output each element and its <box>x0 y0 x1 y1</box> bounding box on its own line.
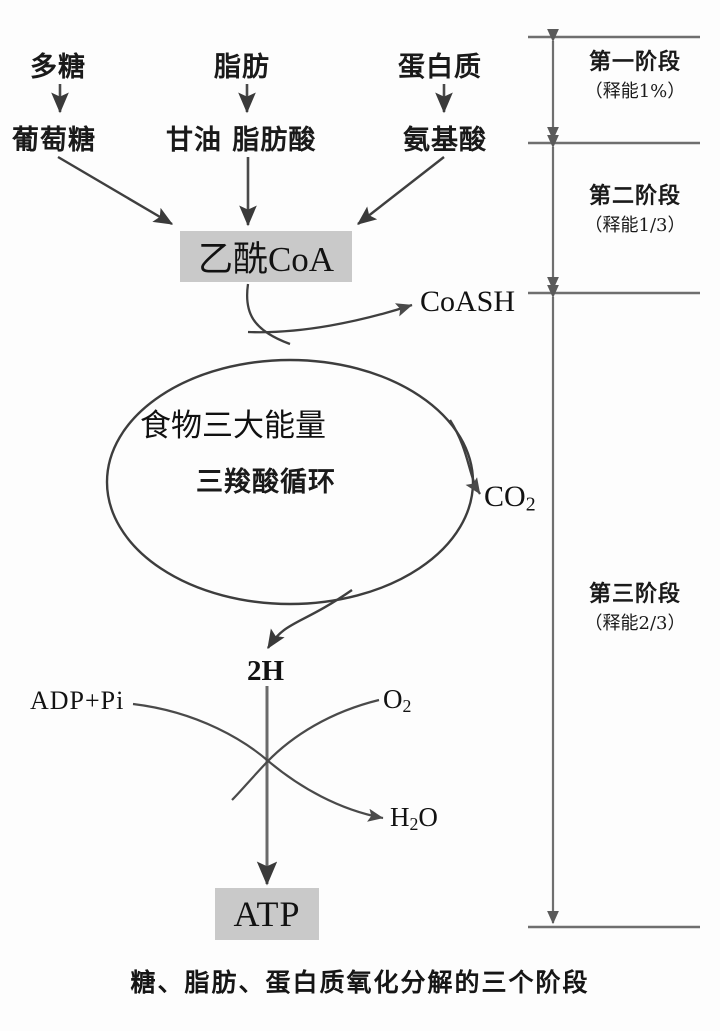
h2o-subscript: 2 <box>409 813 419 834</box>
figure-caption: 糖、脂肪、蛋白质氧化分解的三个阶段 <box>130 968 590 997</box>
h2o-text-h: H <box>390 802 410 832</box>
node-acetyl-coa: 乙酰CoA <box>180 231 352 282</box>
stage-bracket <box>528 28 700 929</box>
node-adp-pi: ADP+Pi <box>30 686 125 715</box>
acetyl-coa-label: 乙酰CoA <box>197 240 335 279</box>
stage-annotation-2: 第二阶段 （释能1/3） <box>560 182 710 237</box>
o2-text: O <box>383 684 403 714</box>
stage-2-title: 第二阶段 <box>588 183 681 209</box>
node-glycerol-fattyacid: 甘油 脂肪酸 <box>166 125 317 156</box>
arrow-aminoacid-to-acetylcoa <box>357 156 445 225</box>
o2-subscript: 2 <box>402 695 412 716</box>
node-tca-cycle-label: 三羧酸循环 <box>196 467 336 498</box>
stage-1-title: 第一阶段 <box>588 49 681 75</box>
node-o2: O2 <box>383 684 411 717</box>
node-coash: CoASH <box>420 285 516 318</box>
arrow-cycle-to-2h <box>266 589 353 650</box>
node-fat: 脂肪 <box>214 52 270 83</box>
node-glucose: 葡萄糖 <box>12 125 96 156</box>
node-polysaccharide: 多糖 <box>30 52 86 83</box>
stage-3-subtitle: （释能2/3） <box>584 612 686 634</box>
node-co2: CO2 <box>484 480 536 516</box>
arrow-glucose-to-acetylcoa <box>57 155 174 226</box>
co2-text: CO <box>484 480 526 513</box>
stage-3-title: 第三阶段 <box>588 581 681 607</box>
node-atp: ATP <box>215 888 319 940</box>
overlay-food-energy-text: 食物三大能量 <box>140 408 326 444</box>
atp-label: ATP <box>233 894 301 934</box>
node-2h: 2H <box>247 655 285 687</box>
node-amino-acid: 氨基酸 <box>403 125 487 156</box>
path-acetylcoa-to-cycle <box>246 283 291 346</box>
stage-annotation-3: 第三阶段 （释能2/3） <box>560 580 710 635</box>
stage-annotation-1: 第一阶段 （释能1%） <box>560 48 710 103</box>
stage-2-subtitle: （释能1/3） <box>584 214 686 236</box>
arrow-cycle-to-co2 <box>449 419 481 495</box>
co2-subscript: 2 <box>525 493 536 516</box>
stage-1-subtitle: （释能1%） <box>584 80 686 102</box>
arrow-cycle-to-coash <box>247 303 413 334</box>
curve-adp-to-h2o <box>132 702 384 822</box>
curve-o2-to-crossing <box>231 698 380 801</box>
node-protein: 蛋白质 <box>398 52 482 83</box>
node-h2o: H2O <box>390 802 438 835</box>
h2o-text-o: O <box>418 802 438 832</box>
